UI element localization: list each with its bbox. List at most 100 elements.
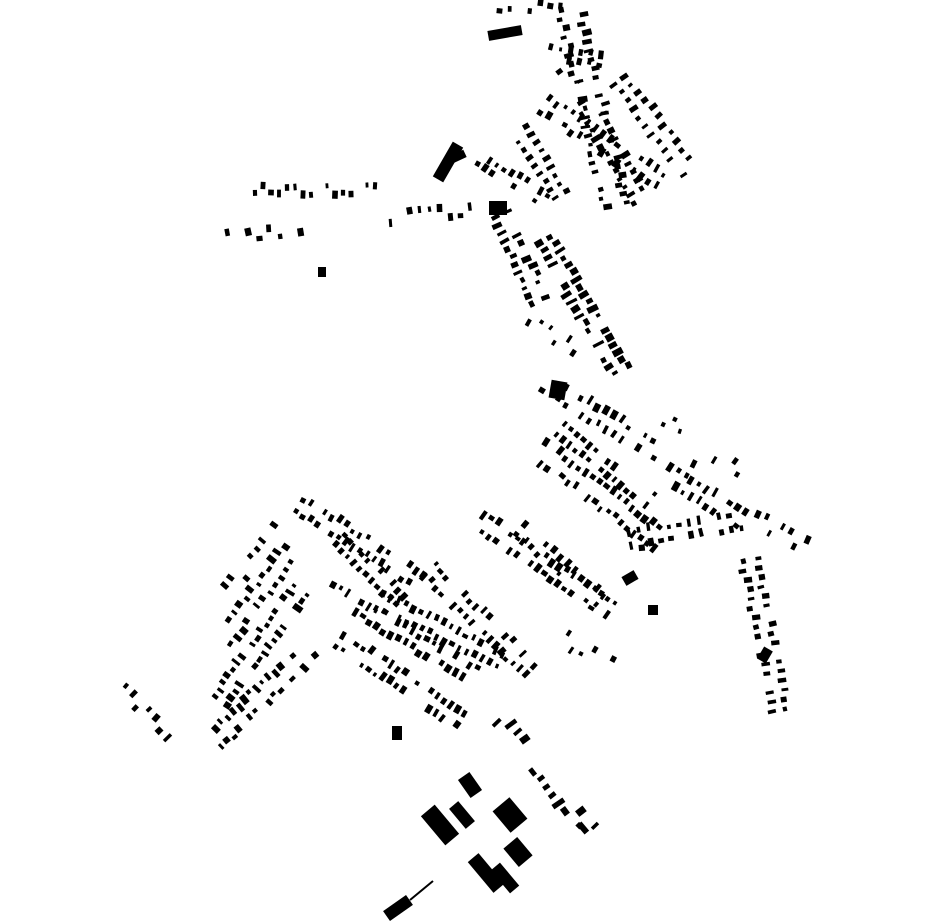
building [560, 290, 573, 301]
building [372, 671, 378, 678]
building [293, 183, 297, 191]
building [563, 104, 569, 110]
building [538, 147, 545, 153]
building [551, 172, 558, 179]
building [585, 581, 591, 587]
building [665, 461, 675, 473]
building [592, 447, 599, 454]
building [365, 533, 372, 540]
building [281, 542, 291, 552]
building [603, 118, 611, 126]
building [542, 783, 551, 791]
building [623, 160, 632, 168]
building [426, 627, 434, 635]
building [563, 51, 575, 59]
building [582, 105, 588, 112]
building [627, 504, 636, 513]
building [732, 522, 740, 530]
building [747, 596, 755, 601]
building [471, 602, 480, 612]
building [467, 618, 476, 627]
building [293, 507, 300, 515]
building [349, 558, 358, 567]
building [627, 82, 634, 88]
building [548, 379, 568, 401]
building [787, 527, 795, 536]
building [437, 713, 446, 723]
building [648, 102, 659, 112]
building [577, 289, 590, 300]
building [238, 693, 250, 706]
building [618, 88, 626, 95]
building [356, 546, 364, 555]
building [460, 709, 468, 719]
building [433, 613, 441, 622]
building [575, 57, 583, 66]
building [491, 717, 502, 728]
building [510, 261, 519, 269]
building [279, 623, 287, 631]
building [553, 578, 563, 589]
building [641, 123, 649, 130]
building [252, 602, 261, 610]
building [556, 570, 562, 577]
building [689, 459, 698, 469]
building [523, 292, 533, 301]
building [609, 485, 619, 496]
building [372, 182, 378, 190]
building [520, 146, 528, 154]
building [646, 522, 651, 531]
building [447, 212, 454, 222]
building [476, 637, 485, 648]
building [499, 237, 510, 246]
building [753, 509, 762, 520]
building [518, 649, 528, 658]
building [607, 340, 618, 350]
building [555, 553, 565, 563]
building [561, 121, 569, 129]
building [680, 489, 685, 496]
building [671, 136, 682, 146]
building [494, 162, 500, 169]
building [332, 643, 339, 651]
building [307, 498, 315, 507]
building [545, 233, 554, 242]
building [604, 150, 611, 157]
building [628, 541, 634, 551]
building [383, 564, 392, 574]
building [461, 632, 469, 640]
building [653, 180, 661, 190]
building [598, 110, 608, 117]
building [754, 564, 763, 572]
building [344, 553, 351, 560]
building [525, 153, 534, 162]
building [251, 707, 259, 714]
building [265, 554, 278, 565]
building [540, 293, 551, 302]
building [618, 414, 627, 424]
building [256, 655, 263, 664]
building [600, 100, 611, 107]
building [403, 599, 410, 607]
building [757, 646, 773, 664]
building [583, 493, 592, 503]
building [613, 141, 622, 149]
building [597, 186, 604, 193]
building [371, 555, 378, 563]
building [244, 227, 253, 237]
building [516, 238, 526, 247]
building [244, 584, 255, 594]
building [465, 661, 474, 670]
building [230, 609, 238, 616]
building [637, 533, 645, 542]
building [252, 189, 258, 196]
building [291, 583, 297, 589]
building [633, 442, 643, 453]
building [371, 621, 382, 631]
building [585, 417, 593, 426]
building [666, 155, 674, 163]
building [592, 74, 599, 81]
building [364, 550, 371, 558]
building [271, 547, 282, 557]
building [352, 640, 360, 648]
